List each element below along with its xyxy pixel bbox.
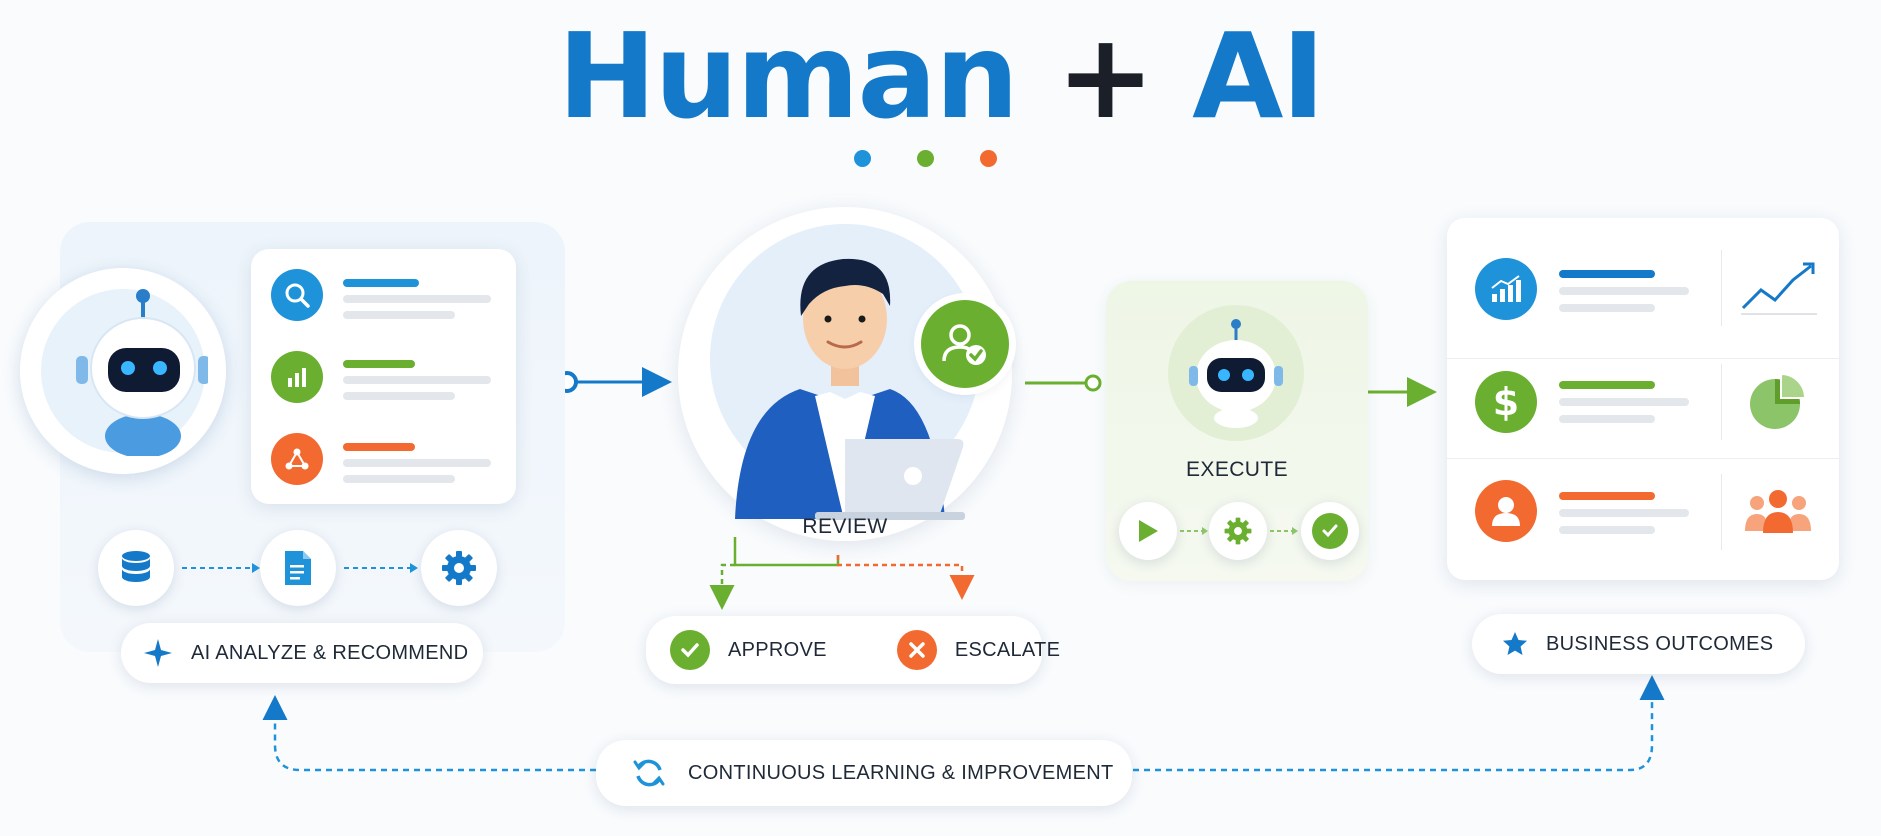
list-bar <box>1559 304 1655 312</box>
analyze-label-text: AI ANALYZE & RECOMMEND <box>191 641 469 664</box>
list-bar <box>1559 398 1689 406</box>
approve-button[interactable]: APPROVE <box>670 630 827 670</box>
list-bar <box>343 443 415 451</box>
feedback-label-text: CONTINUOUS LEARNING & IMPROVEMENT <box>688 761 1114 784</box>
list-bar <box>343 295 491 303</box>
list-bar <box>1559 526 1655 534</box>
review-avatar <box>678 207 1012 541</box>
refresh-icon <box>633 759 665 787</box>
accent-dot-green <box>917 150 934 167</box>
list-bar <box>1559 287 1689 295</box>
dollar-icon: $ <box>1475 371 1537 433</box>
robot-avatar <box>20 268 226 474</box>
decision-panel: APPROVE ESCALATE <box>646 616 1060 684</box>
execute-arrows <box>1180 527 1298 535</box>
robot-icon <box>41 289 208 456</box>
pipeline-arrows <box>182 563 418 573</box>
sparkle-icon <box>144 639 172 667</box>
accent-dot-orange <box>980 150 997 167</box>
team-icon <box>1745 490 1811 533</box>
accent-dot-blue <box>854 150 871 167</box>
document-icon <box>260 530 336 606</box>
escalate-button[interactable]: ESCALATE <box>896 630 1061 670</box>
analyze-label: AI ANALYZE & RECOMMEND <box>121 623 483 683</box>
list-bar <box>1559 415 1655 423</box>
list-bar <box>1559 492 1655 500</box>
review-label: REVIEW <box>802 515 888 538</box>
feedback-label: CONTINUOUS LEARNING & IMPROVEMENT <box>596 740 1132 806</box>
check-icon <box>670 630 710 670</box>
outcomes-label-text: BUSINESS OUTCOMES <box>1546 632 1774 655</box>
user-check-icon <box>921 300 1009 388</box>
recommendation-card <box>251 249 516 504</box>
list-bar <box>343 475 455 483</box>
list-bar <box>343 279 419 287</box>
gear-icon <box>1209 502 1267 560</box>
list-bar <box>1559 381 1655 389</box>
check-icon <box>1301 502 1359 560</box>
list-bar <box>343 311 455 319</box>
list-bar <box>343 360 415 368</box>
network-icon <box>271 433 323 485</box>
gear-icon <box>421 530 497 606</box>
execute-label: EXECUTE <box>1186 458 1288 481</box>
star-icon <box>1503 632 1527 655</box>
growth-chart-icon <box>1475 258 1537 320</box>
title-human: Human <box>557 7 1019 145</box>
list-bar <box>1559 509 1689 517</box>
close-icon <box>896 630 937 670</box>
search-icon <box>271 269 323 321</box>
trend-line-icon <box>1741 262 1817 315</box>
outcomes-label: BUSINESS OUTCOMES <box>1472 614 1805 674</box>
list-bar <box>343 459 491 467</box>
bar-chart-icon <box>271 351 323 403</box>
list-bar <box>1559 270 1655 278</box>
approve-label: APPROVE <box>728 638 827 661</box>
title-ai: AI <box>1192 7 1325 145</box>
execute-robot <box>1168 305 1304 441</box>
outcomes-card: $ <box>1447 218 1839 580</box>
escalate-label: ESCALATE <box>954 638 1061 661</box>
person-laptop-icon <box>710 224 980 524</box>
title-plus: + <box>1056 7 1155 145</box>
robot-icon <box>1189 319 1283 428</box>
pie-chart-icon <box>1750 372 1807 429</box>
page-title: Human + AI <box>0 11 1881 142</box>
database-icon <box>98 530 174 606</box>
play-icon <box>1119 502 1177 560</box>
person-icon <box>1475 480 1537 542</box>
list-bar <box>343 376 491 384</box>
list-bar <box>343 392 455 400</box>
